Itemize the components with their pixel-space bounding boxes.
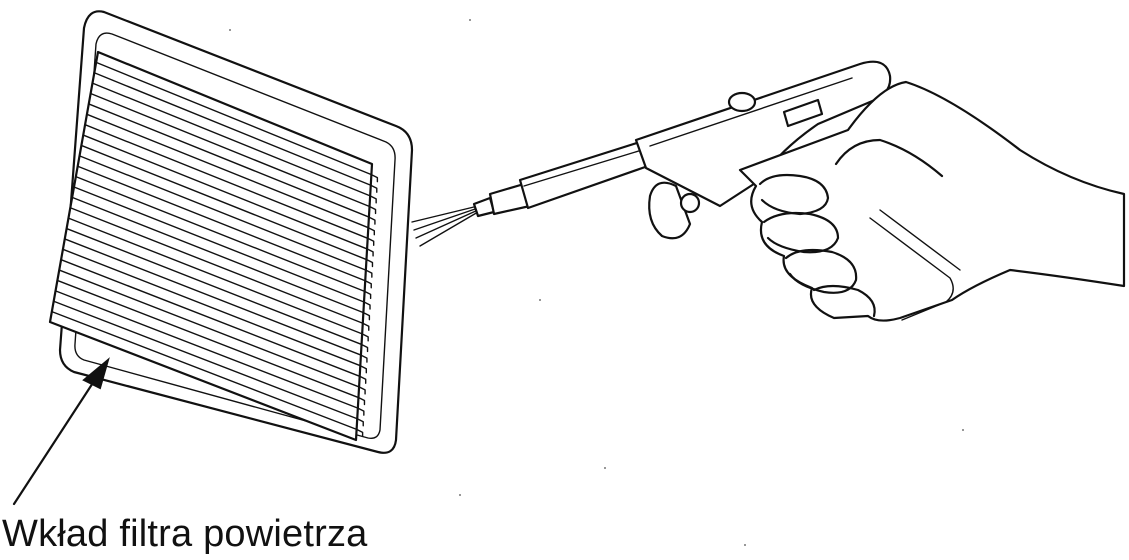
- blow-gun-button: [729, 93, 755, 111]
- pointer-arrow: [14, 360, 108, 504]
- air-stream-lines: [412, 206, 478, 246]
- air-filter-element: [50, 11, 412, 452]
- caption-label: Wkład filtra powietrza: [2, 513, 368, 556]
- blow-gun-trigger-pin: [681, 194, 699, 212]
